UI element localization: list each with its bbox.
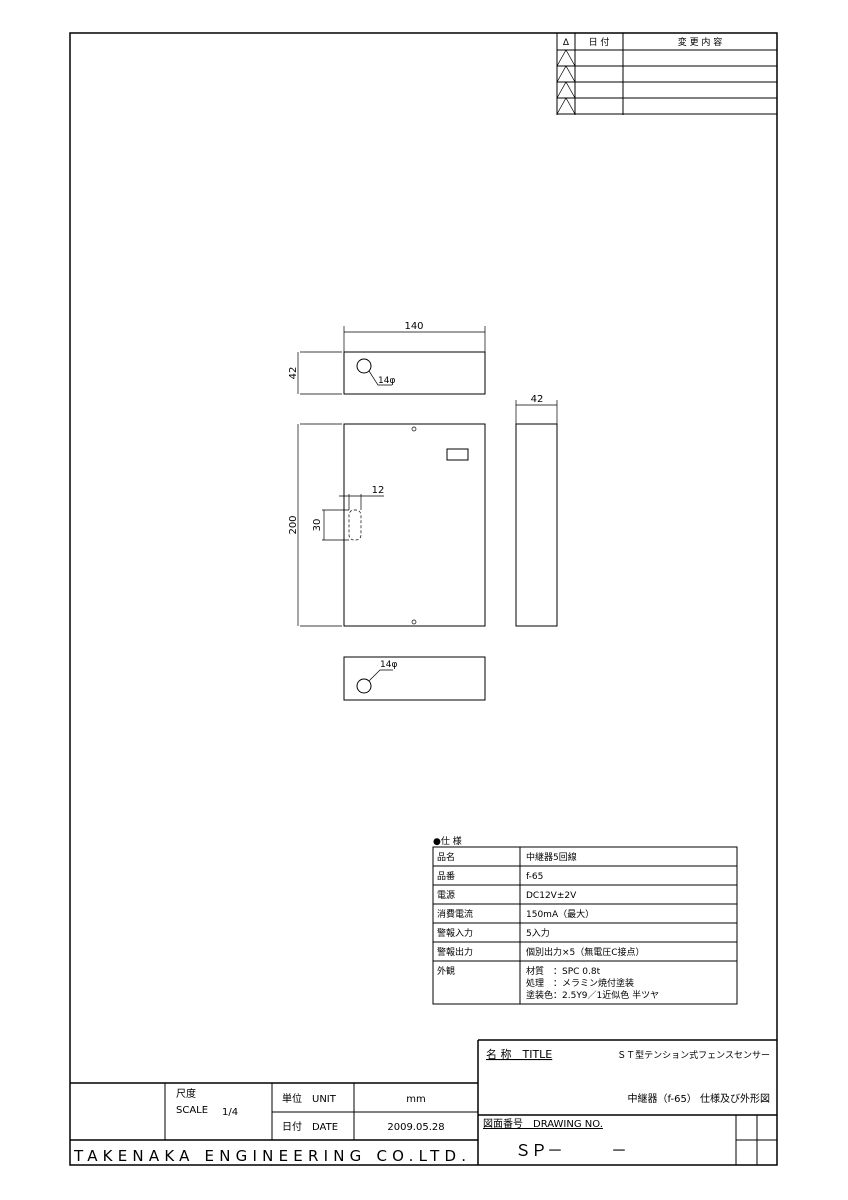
hole-label-top: 14φ <box>378 376 395 386</box>
spec-table: ●仕 様 品名 中継器5回線 品番 f-65 電源 DC12V±2V 消費電流 … <box>432 835 738 1005</box>
scale-label-en: SCALE <box>176 1105 208 1116</box>
drawing-no-label: 図面番号 DRAWING NO. <box>483 1118 603 1130</box>
spec-label: 警報入力 <box>437 927 473 939</box>
spec-label: 品番 <box>437 870 455 882</box>
spec-value: 150mA（最大） <box>526 908 594 920</box>
unit-value: mm <box>406 1094 425 1105</box>
spec-value: DC12V±2V <box>526 891 577 901</box>
title-label: 名 称 TITLE <box>486 1047 552 1061</box>
spec-heading: ●仕 様 <box>433 835 462 847</box>
title-line-2: 中継器（f-65） 仕様及び外形図 <box>628 1092 771 1105</box>
spec-value: 処理 ：メラミン焼付塗装 <box>526 977 634 989</box>
mounting-slot <box>348 509 362 541</box>
front-view: 12 30 200 <box>288 423 486 627</box>
dim-slot-width: 12 <box>372 485 385 496</box>
spec-label: 消費電流 <box>437 908 473 920</box>
dim-depth-side: 42 <box>531 394 544 405</box>
dim-slot-height: 30 <box>312 519 323 532</box>
spec-value: 中継器5回線 <box>526 851 577 863</box>
bottom-view: 14φ <box>343 656 486 701</box>
cable-hole <box>356 678 372 694</box>
sheet-border <box>69 32 778 1166</box>
company-name: TAKENAKA ENGINEERING CO.LTD. <box>73 1147 470 1165</box>
rev-header-mark: Δ <box>563 38 570 48</box>
spec-value: 塗装色：2.5Y9／1近似色 半ツヤ <box>526 989 659 1001</box>
hole-label-bottom: 14φ <box>380 660 397 670</box>
spec-label: 電源 <box>437 890 455 901</box>
indicator-window <box>446 448 469 461</box>
date-label: 日付 DATE <box>282 1120 338 1133</box>
spec-label: 品名 <box>437 851 455 863</box>
dim-depth-top: 42 <box>288 367 299 380</box>
rev-header-content: 変 更 内 容 <box>678 36 723 48</box>
title-line-1: ＳＴ型テンション式フェンスセンサー <box>617 1049 770 1061</box>
cable-hole <box>356 358 372 374</box>
spec-value: 5入力 <box>526 927 550 939</box>
top-view: 14φ 140 42 <box>288 321 486 395</box>
dim-height: 200 <box>288 515 299 534</box>
revision-table: Δ 日 付 変 更 内 容 <box>556 33 777 115</box>
spec-label: 外観 <box>437 965 455 977</box>
spec-label: 警報出力 <box>437 946 473 958</box>
date-value: 2009.05.28 <box>387 1122 444 1133</box>
rev-header-date: 日 付 <box>589 37 610 48</box>
spec-value: 材質 ：SPC 0.8t <box>526 965 601 977</box>
drawing-no-value: ＳＰ－ － <box>515 1141 627 1160</box>
scale-label-jp: 尺度 <box>176 1087 196 1100</box>
side-view: 42 <box>515 394 558 627</box>
scale-value: 1/4 <box>222 1107 238 1118</box>
dim-width: 140 <box>404 321 423 332</box>
spec-value: 個別出力×5（無電圧C接点） <box>526 946 645 958</box>
title-block: 名 称 TITLE ＳＴ型テンション式フェンスセンサー 中継器（f-65） 仕様… <box>70 1039 777 1165</box>
spec-value: f-65 <box>526 872 543 882</box>
unit-label: 単位 UNIT <box>282 1092 337 1105</box>
